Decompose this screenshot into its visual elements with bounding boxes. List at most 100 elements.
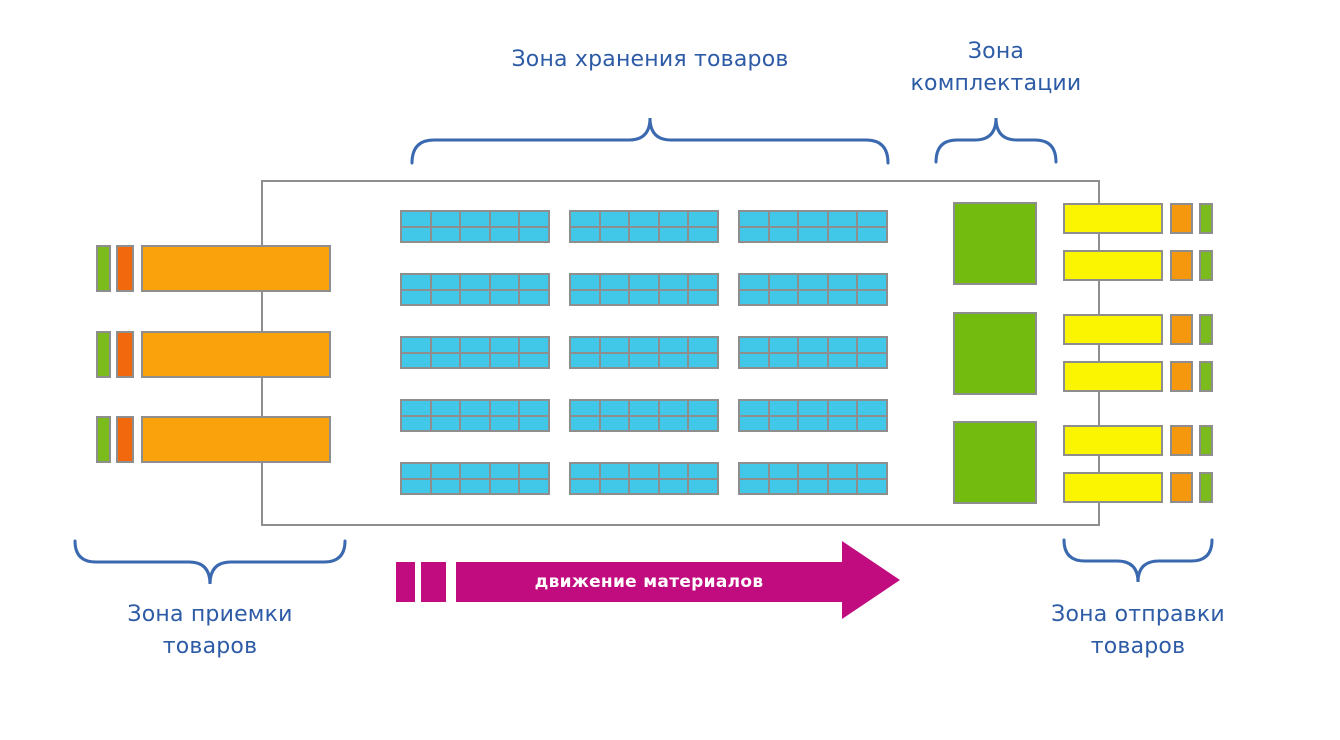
receiving-dock-bar	[141, 416, 331, 463]
storage-rack	[400, 273, 550, 306]
storage-rack-cell	[402, 227, 430, 241]
shipping-dock	[1063, 472, 1213, 503]
storage-rack-cell	[828, 353, 857, 367]
cargo-chip-orange	[1170, 361, 1193, 392]
storage-rack-cell	[630, 275, 658, 289]
storage-rack-cell	[461, 290, 489, 304]
material-flow-arrow-body: движение материалов	[456, 562, 842, 602]
receiving-dock	[96, 416, 331, 463]
storage-rack-cell	[600, 416, 629, 430]
storage-rack-cell	[659, 353, 688, 367]
storage-rack-cell	[520, 212, 548, 226]
shipping-zone	[1063, 203, 1213, 503]
storage-rack-cell	[600, 353, 629, 367]
cargo-chip-green	[1199, 425, 1213, 456]
storage-rack-cell	[461, 212, 489, 226]
storage-rack-cell	[431, 338, 460, 352]
storage-rack-cell	[630, 464, 658, 478]
storage-rack-cell	[571, 338, 599, 352]
cargo-chip-green	[1199, 314, 1213, 345]
storage-racks	[400, 210, 888, 495]
shipping-dock-bar	[1063, 250, 1163, 281]
shipping-zone-label: Зона отправки товаров	[988, 599, 1288, 663]
storage-rack-cell	[630, 479, 658, 493]
storage-rack-cell	[799, 227, 827, 241]
material-flow-arrow: движение материалов	[396, 541, 900, 619]
storage-rack-cell	[769, 290, 798, 304]
storage-rack-cell	[461, 275, 489, 289]
storage-rack-cell	[571, 464, 599, 478]
storage-rack-cell	[520, 479, 548, 493]
storage-rack	[569, 273, 719, 306]
cargo-chip-green	[96, 330, 111, 378]
storage-rack-cell	[769, 338, 798, 352]
storage-rack-cell	[600, 275, 629, 289]
storage-rack-cell	[490, 212, 519, 226]
cargo-chip-green	[96, 416, 111, 463]
storage-rack-cell	[520, 401, 548, 415]
storage-rack-cell	[571, 227, 599, 241]
storage-rack-cell	[858, 416, 886, 430]
shipping-dock-bar	[1063, 314, 1163, 345]
picking-zone-label-line2: комплектации	[910, 71, 1082, 96]
shipping-dock-group	[1063, 314, 1213, 392]
shipping-dock-bar	[1063, 203, 1163, 234]
storage-rack-cell	[740, 290, 768, 304]
storage-rack-cell	[740, 353, 768, 367]
storage-rack-cell	[630, 212, 658, 226]
storage-rack	[569, 210, 719, 243]
storage-rack-cell	[520, 338, 548, 352]
storage-rack-cell	[799, 464, 827, 478]
storage-rack-cell	[431, 401, 460, 415]
storage-rack-cell	[769, 353, 798, 367]
picking-station	[953, 202, 1037, 285]
storage-rack-cell	[689, 338, 717, 352]
storage-rack-cell	[799, 275, 827, 289]
storage-rack-cell	[769, 464, 798, 478]
storage-rack-cell	[431, 464, 460, 478]
storage-rack-cell	[858, 479, 886, 493]
cargo-chip-orange	[116, 330, 134, 378]
storage-rack-cell	[461, 479, 489, 493]
picking-zone-label: Зона комплектации	[896, 36, 1096, 100]
picking-zone	[953, 202, 1037, 504]
storage-rack-cell	[659, 290, 688, 304]
storage-rack	[569, 336, 719, 369]
storage-rack-cell	[689, 353, 717, 367]
storage-rack-cell	[520, 227, 548, 241]
storage-rack-cell	[402, 338, 430, 352]
storage-rack-cell	[858, 290, 886, 304]
picking-station	[953, 311, 1037, 395]
storage-rack-cell	[858, 338, 886, 352]
storage-rack-cell	[431, 275, 460, 289]
storage-rack-cell	[571, 212, 599, 226]
storage-rack-cell	[799, 479, 827, 493]
cargo-chip-green	[1199, 203, 1213, 234]
storage-rack-cell	[659, 338, 688, 352]
storage-rack-cell	[689, 416, 717, 430]
storage-rack	[400, 210, 550, 243]
storage-rack-cell	[689, 212, 717, 226]
storage-rack-cell	[571, 416, 599, 430]
storage-rack-cell	[571, 353, 599, 367]
storage-rack-cell	[630, 401, 658, 415]
storage-rack-cell	[490, 401, 519, 415]
storage-rack-cell	[600, 212, 629, 226]
storage-rack-cell	[799, 338, 827, 352]
storage-rack-cell	[461, 416, 489, 430]
storage-rack-cell	[740, 227, 768, 241]
cargo-chip-orange	[1170, 250, 1193, 281]
storage-rack-cell	[431, 290, 460, 304]
storage-rack-cell	[402, 401, 430, 415]
storage-rack-cell	[828, 464, 857, 478]
storage-rack-cell	[431, 479, 460, 493]
storage-rack-cell	[520, 353, 548, 367]
storage-rack-cell	[461, 227, 489, 241]
receiving-dock-bar	[141, 245, 331, 292]
storage-rack-cell	[769, 479, 798, 493]
storage-rack-cell	[630, 353, 658, 367]
shipping-dock-bar	[1063, 361, 1163, 392]
storage-rack-cell	[402, 275, 430, 289]
shipping-dock-group	[1063, 425, 1213, 503]
